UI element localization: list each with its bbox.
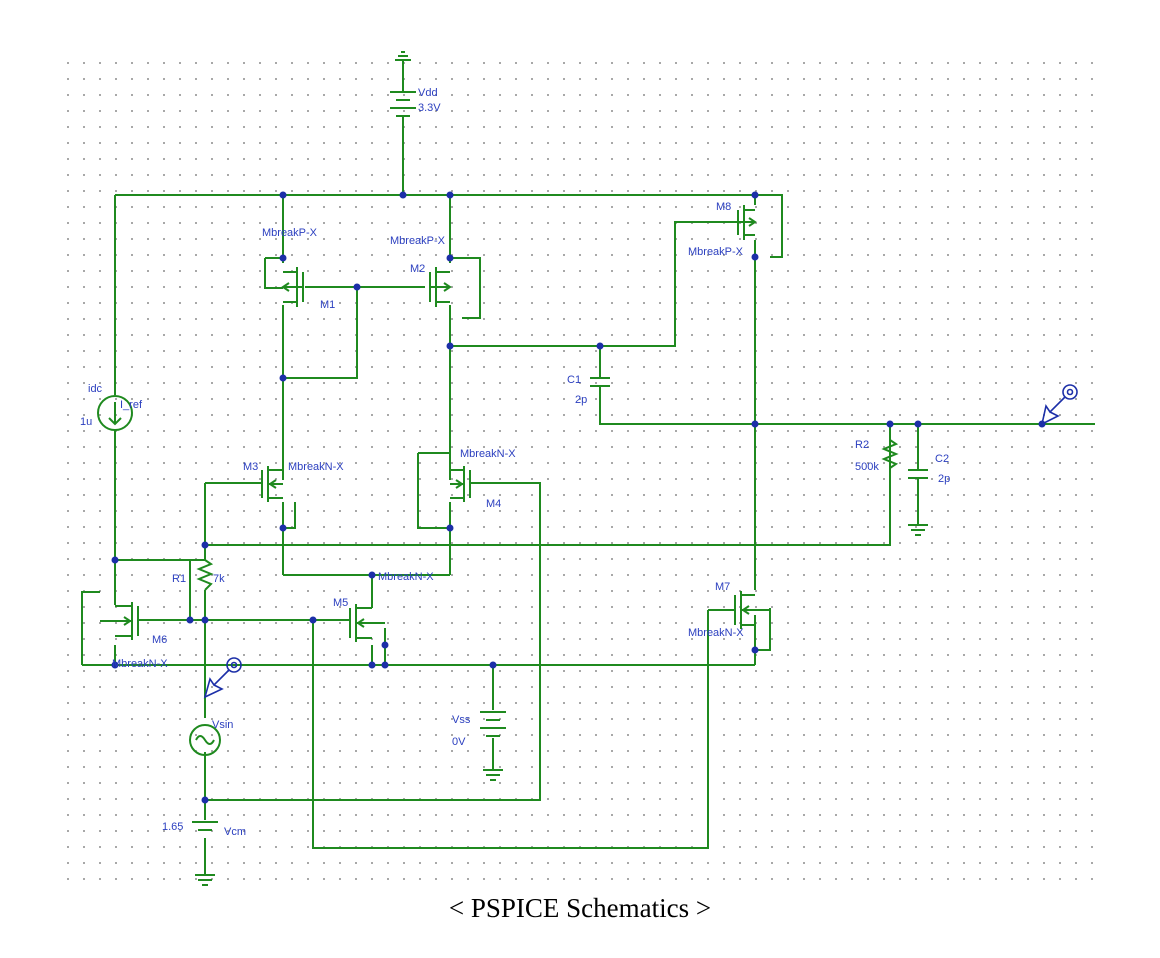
- output-probe-marker: [1040, 384, 1078, 426]
- r2-name-label: R2: [855, 439, 869, 451]
- vss-source: [480, 711, 506, 781]
- mosfet-m5: [349, 604, 385, 642]
- iref-type-label: idc: [88, 383, 103, 395]
- m7-model-label: MbreakN-X: [688, 627, 744, 639]
- c2-name-label: C2: [935, 453, 949, 465]
- r2-value-label: 500k: [855, 461, 879, 473]
- m5-model-label: MbreakN-X: [378, 571, 434, 583]
- m2-name-label: M2: [410, 263, 425, 275]
- mosfet-m8: [737, 205, 757, 240]
- mosfet-m3: [261, 466, 283, 502]
- r1-name-label: R1: [172, 573, 186, 585]
- m1-name-label: M1: [320, 299, 335, 311]
- vdd-name-label: Vdd: [418, 87, 438, 99]
- vss-name-label: Vss: [452, 714, 471, 726]
- vsin-source: [189, 724, 221, 756]
- m4-model-label: MbreakN-X: [460, 448, 516, 460]
- capacitor-c1: [590, 372, 610, 392]
- mosfet-m1: [281, 267, 304, 307]
- input-probe-marker: [203, 657, 242, 699]
- m5-name-label: M5: [333, 597, 348, 609]
- mosfet-m6: [100, 602, 139, 640]
- m3-name-label: M3: [243, 461, 258, 473]
- vdd-value-label: 3.3V: [418, 102, 441, 114]
- current-source-iref: [97, 395, 133, 431]
- m6-name-label: M6: [152, 634, 167, 646]
- capacitor-c2: [908, 468, 928, 536]
- wires: [81, 130, 1095, 875]
- vss-value-label: 0V: [452, 736, 466, 748]
- c2-value-label: 2p: [938, 473, 950, 485]
- figure-caption: < PSPICE Schematics >: [448, 893, 712, 923]
- mosfet-m2: [429, 267, 452, 307]
- junction-dots: [111, 191, 1046, 804]
- r1-value-label: 7k: [213, 573, 225, 585]
- vcm-value-label: 1.65: [162, 821, 183, 833]
- mosfet-m7: [734, 591, 770, 629]
- component-labels: Vdd 3.3V MbreakP-X M1 MbreakP-X M2 M8 Mb…: [80, 87, 950, 838]
- resistor-r2: [881, 439, 899, 469]
- resistor-r1: [196, 559, 214, 591]
- vcm-source: [192, 821, 218, 886]
- m6-model-label: MbreakN-X: [112, 658, 168, 670]
- c1-value-label: 2p: [575, 394, 587, 406]
- m4-name-label: M4: [486, 498, 501, 510]
- vcm-name-label: Vcm: [224, 826, 246, 838]
- mosfet-m4: [450, 466, 471, 502]
- iref-value-label: 1u: [80, 416, 92, 428]
- c1-name-label: C1: [567, 374, 581, 386]
- m8-model-label: MbreakP-X: [688, 246, 744, 258]
- iref-name-label: I_ref: [120, 399, 143, 411]
- m8-name-label: M8: [716, 201, 731, 213]
- vsin-name-label: Vsin: [212, 719, 233, 731]
- m3-model-label: MbreakN-X: [288, 461, 344, 473]
- m2-model-label: MbreakP-X: [390, 235, 446, 247]
- m1-model-label: MbreakP-X: [262, 227, 318, 239]
- grid-background: [60, 55, 1095, 880]
- m7-name-label: M7: [715, 581, 730, 593]
- vdd-source: [390, 51, 416, 130]
